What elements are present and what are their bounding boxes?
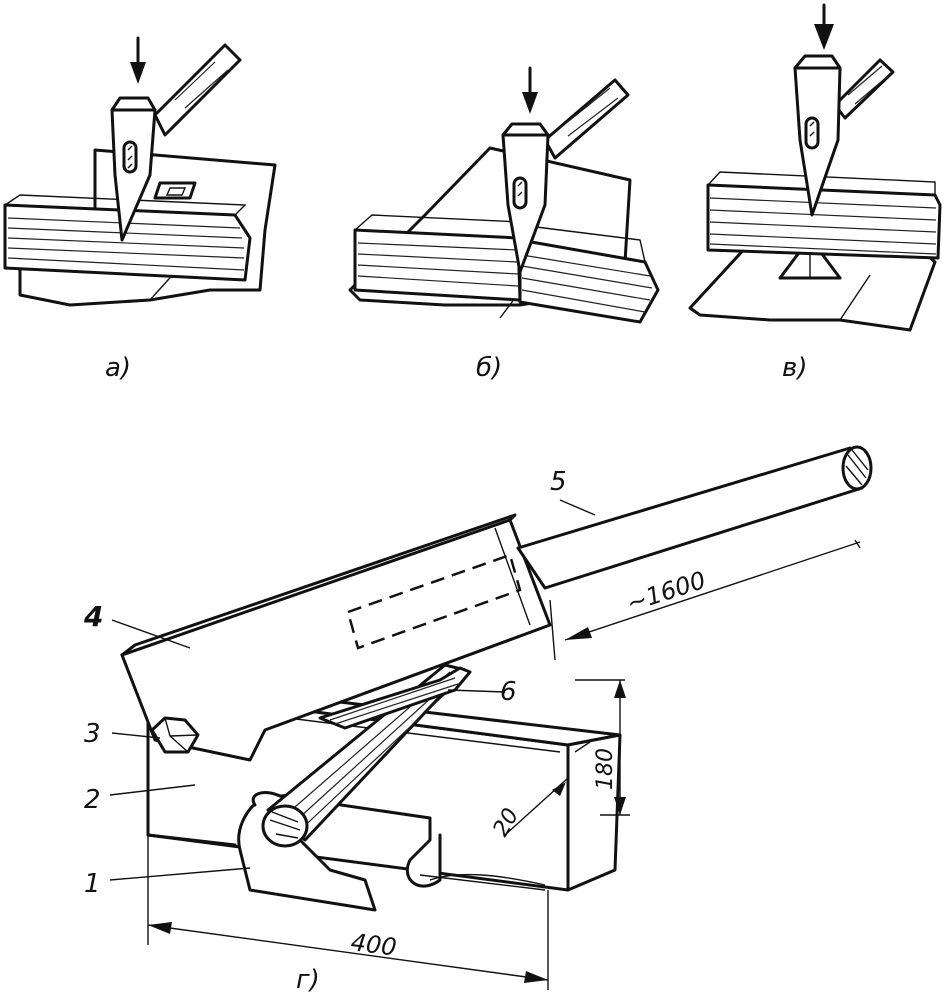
subfigure-g: 1 2 3 4 5 6 ~1600 180 20 <box>83 445 873 994</box>
part-number-4: 4 <box>83 600 103 633</box>
dimension-height: 180 <box>575 679 630 816</box>
cutting-block-side <box>566 733 622 892</box>
bolt-icon <box>150 716 200 754</box>
part-number-5: 5 <box>550 467 567 497</box>
chisel-slot-a <box>122 140 138 174</box>
chisel-handle-v <box>833 58 895 120</box>
part-number-6: 6 <box>500 677 517 707</box>
workpiece-v <box>706 183 942 260</box>
handle-socket <box>346 553 522 650</box>
force-arrow-b <box>522 66 538 114</box>
dimension-label-180: 180 <box>593 748 618 790</box>
dimension-label-1600: ~1600 <box>623 566 709 618</box>
dimension-label-400: 400 <box>349 928 398 961</box>
part-number-2: 2 <box>84 785 101 815</box>
caption-v: в) <box>782 353 807 383</box>
workpiece-b-left <box>353 228 522 302</box>
chisel-handle-b <box>543 78 630 160</box>
dimension-width: 400 <box>147 835 549 990</box>
lever-handle <box>516 446 864 590</box>
part-number-1: 1 <box>84 869 101 899</box>
chisel-slot-b <box>512 176 528 210</box>
part-number-3: 3 <box>84 719 101 749</box>
anvil-hole-a <box>153 181 197 200</box>
subfigure-b: б) <box>348 66 660 383</box>
caption-g: г) <box>296 965 320 994</box>
subfigure-v: в) <box>688 3 942 383</box>
caption-b: б) <box>476 353 502 383</box>
chisel-handle-a <box>153 43 242 137</box>
force-arrow-a <box>130 36 146 84</box>
subfigure-a: а) <box>3 36 277 383</box>
caption-a: а) <box>105 353 131 383</box>
force-arrow-v <box>814 3 834 50</box>
chisel-slot-v <box>804 116 820 150</box>
rod-end <box>261 804 309 848</box>
